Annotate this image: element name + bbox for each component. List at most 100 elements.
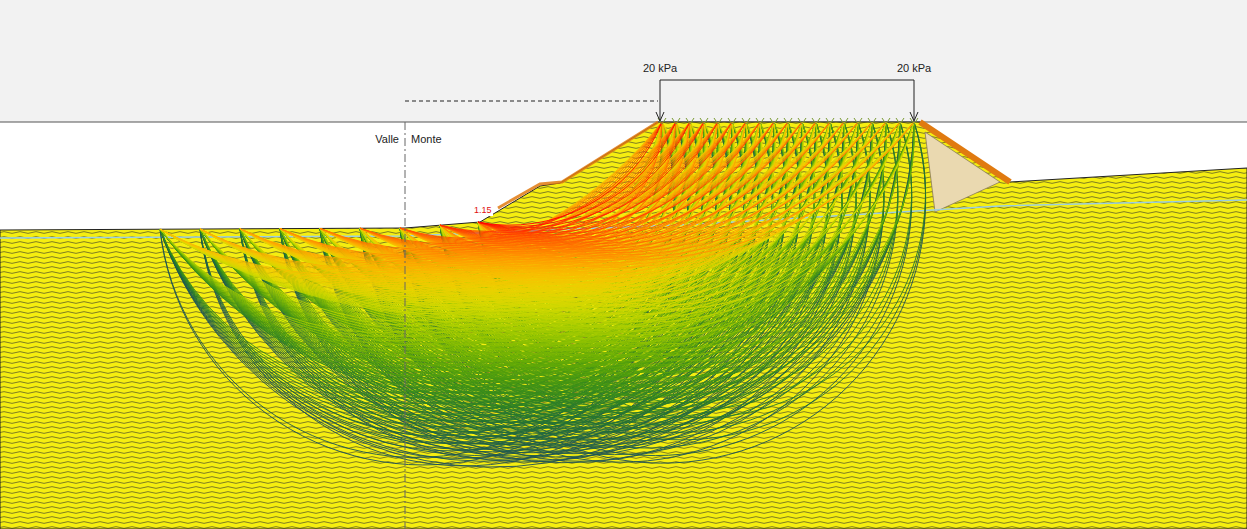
slip-circle (240, 122, 816, 287)
slip-circle (440, 122, 662, 231)
slip-circle (440, 122, 760, 244)
cover-layer (920, 122, 1010, 182)
slip-circle (320, 122, 676, 252)
slip-circle (400, 122, 760, 252)
slip-circle (360, 122, 830, 269)
slip-circle (160, 122, 816, 301)
slip-circle (440, 122, 732, 240)
slip-circle (200, 122, 872, 303)
safety-factor: 1.15 (473, 206, 493, 216)
slip-circle (478, 122, 718, 231)
slip-circle (478, 122, 704, 229)
slip-circle (320, 122, 802, 271)
slip-circle (400, 122, 900, 274)
slip-circle (240, 122, 788, 282)
cover-layer (498, 122, 658, 208)
slip-circle (478, 122, 774, 238)
slip-circle (440, 122, 788, 248)
slip-circle (280, 122, 774, 273)
slip-circle (200, 122, 830, 296)
slip-circle (280, 122, 858, 287)
slip-circle (440, 122, 802, 250)
slip-circle (200, 122, 914, 394)
entry-tick (700, 118, 708, 124)
slip-circle (478, 122, 788, 240)
slip-circle (478, 122, 662, 225)
slip-circle (360, 122, 816, 267)
slip-circle (440, 122, 746, 242)
entry-tick (686, 118, 694, 124)
slip-circle (440, 122, 830, 254)
slip-circle (160, 122, 886, 312)
slip-circle (478, 122, 844, 249)
dashed-line (405, 101, 658, 102)
slip-circle (440, 122, 844, 256)
side-label: Monte (411, 133, 442, 145)
section-axis (405, 122, 406, 529)
slip-circle (240, 122, 802, 284)
slip-circle (280, 122, 900, 366)
slip-circle (160, 122, 872, 394)
slip-circle (440, 122, 816, 252)
slip-circle (478, 122, 760, 236)
top-line (0, 122, 1247, 123)
load-symbol (656, 80, 918, 121)
side-label: Valle (375, 133, 399, 145)
entry-tick (826, 118, 834, 124)
entry-tick (728, 118, 736, 124)
slip-circle (360, 122, 858, 274)
slip-circle (400, 122, 690, 242)
slip-circle (478, 122, 816, 244)
entry-tick (840, 118, 848, 124)
slip-circle (160, 122, 858, 308)
slip-circle (200, 122, 774, 287)
slip-circle (320, 122, 914, 290)
slip-circle (440, 122, 914, 268)
entry-tick (672, 118, 680, 124)
slip-circle (360, 122, 802, 265)
slip-circle (400, 122, 774, 254)
sand-fill (925, 132, 1000, 212)
slip-surfaces (160, 118, 926, 467)
slip-circle (200, 122, 872, 382)
entry-tick (784, 118, 792, 124)
slip-circle (160, 122, 900, 402)
slip-circle (360, 122, 760, 258)
slip-circle (400, 122, 676, 240)
slip-circle (478, 122, 732, 233)
slip-circle (400, 122, 732, 248)
entry-tick (742, 118, 750, 124)
slip-circle (160, 122, 788, 296)
slip-circle (200, 122, 900, 390)
slip-circle (160, 122, 802, 298)
slip-circle (400, 122, 788, 256)
entry-tick (868, 118, 876, 124)
slip-circle (160, 122, 858, 390)
slip-circle (160, 122, 914, 406)
slip-circle (440, 122, 718, 238)
slip-circle (360, 122, 676, 246)
slip-circle (478, 122, 802, 242)
slip-circle (320, 122, 900, 287)
load-value: 20 kPa (643, 62, 677, 74)
slip-circle (360, 122, 788, 262)
slip-circle (400, 122, 662, 238)
entry-tick (756, 118, 764, 124)
slip-circle (160, 122, 844, 386)
entry-tick (882, 118, 890, 124)
slip-circle (320, 122, 872, 283)
entry-tick (714, 118, 722, 124)
slip-circle (400, 122, 816, 260)
slip-circle (240, 122, 914, 382)
slip-circle (478, 122, 830, 246)
slip-circle (478, 122, 746, 235)
slip-circle (280, 122, 844, 285)
soil-layer (0, 122, 1247, 529)
slip-circle (440, 122, 900, 265)
slip-circle (160, 122, 886, 398)
entry-tick (770, 118, 778, 124)
slip-circle (478, 122, 830, 286)
slip-circle (200, 122, 802, 291)
slip-circle (320, 122, 774, 267)
